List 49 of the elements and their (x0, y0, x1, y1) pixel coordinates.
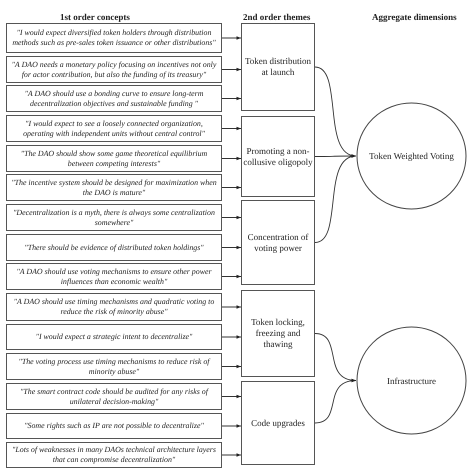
arrow (222, 424, 242, 428)
dimension-circle (356, 102, 467, 210)
quote-box (6, 413, 222, 439)
arrow (222, 216, 242, 220)
quote-box (6, 293, 222, 321)
quote-box (6, 56, 222, 83)
column-heading: 1st order concepts (60, 12, 130, 22)
theme-label: Token distribution at launch (244, 56, 312, 78)
quote-box (6, 85, 222, 112)
quote-box (6, 383, 222, 410)
arrow (222, 274, 242, 278)
arrow (314, 379, 356, 424)
quote-box (6, 174, 222, 201)
arrow (222, 186, 242, 190)
arrow (222, 68, 242, 72)
arrow (314, 155, 356, 243)
theme-box (241, 23, 315, 111)
arrow (222, 335, 242, 339)
arrow (222, 394, 242, 398)
arrow (222, 156, 242, 160)
quote-box (6, 23, 222, 53)
quote-box (6, 115, 222, 142)
arrow (222, 36, 242, 40)
arrow (222, 305, 242, 309)
theme-box (241, 200, 315, 285)
dimension-label: Token Weighted Voting (369, 151, 454, 161)
quote-box (6, 324, 222, 350)
arrow (222, 246, 242, 250)
theme-label: Concentration of voting power (246, 232, 310, 254)
arrow (222, 126, 242, 130)
quote-box (6, 442, 222, 468)
dimension-circle (356, 326, 467, 435)
arrow (222, 96, 242, 100)
quote-box (6, 234, 222, 261)
theme-box (241, 381, 315, 465)
quote-box (6, 204, 222, 231)
theme-label: Promoting a non-collusive oligopoly (243, 146, 313, 168)
theme-box (241, 290, 315, 377)
quote-box (6, 353, 222, 380)
arrow (222, 453, 242, 457)
column-heading: 2nd order themes (243, 12, 310, 22)
arrow (222, 364, 242, 368)
theme-box (241, 116, 315, 197)
dimension-label: Infrastructure (387, 376, 436, 386)
column-heading: Aggregate dimensions (372, 12, 457, 22)
quote-box (6, 263, 222, 290)
theme-label: Token locking, freezing and thawing (250, 317, 306, 350)
quote-box (6, 145, 222, 172)
theme-label: Code upgrades (251, 418, 305, 428)
